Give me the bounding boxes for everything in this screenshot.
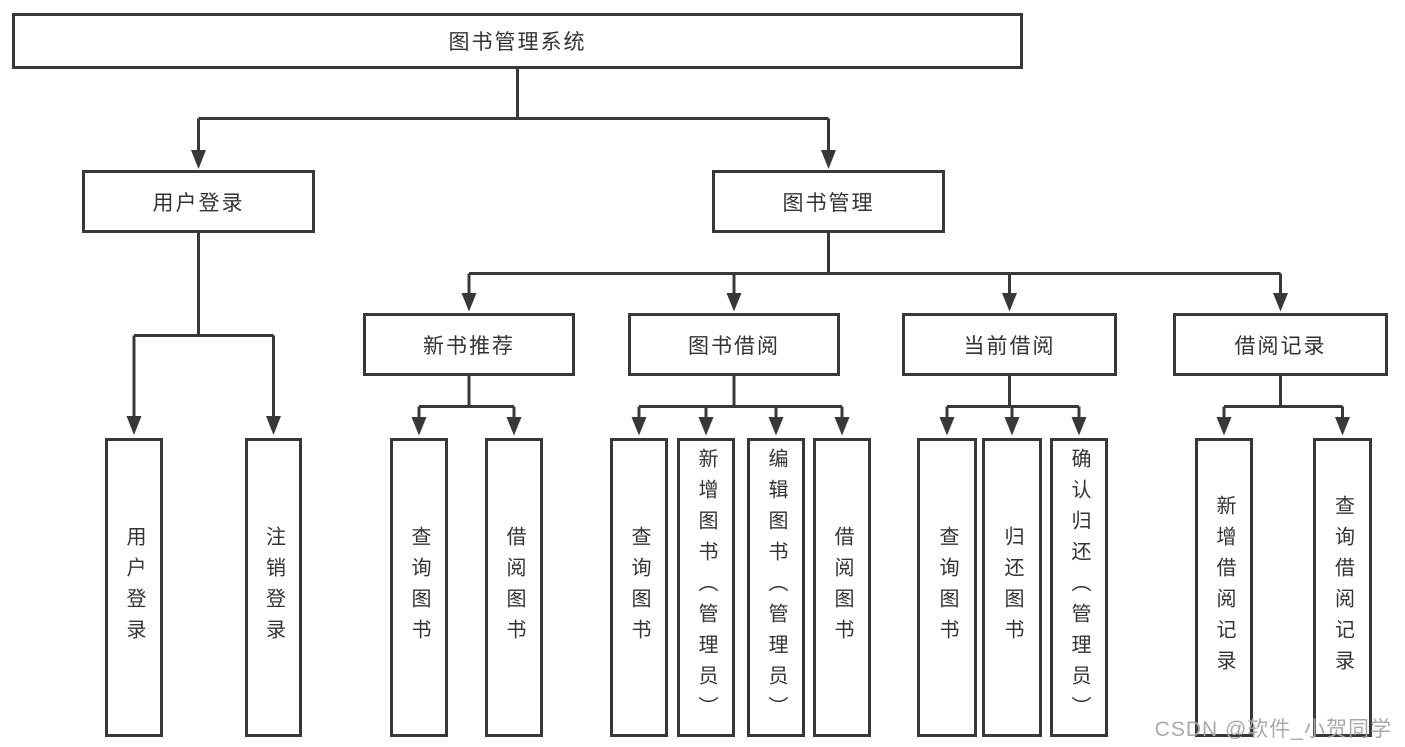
connector [467,233,1282,294]
connector [637,376,844,418]
arrowhead-icon [266,416,281,435]
node-current-borrowing: 当前借阅 [902,313,1117,376]
connector [1222,376,1344,418]
node-book-management-system: 图书管理系统 [12,13,1023,69]
connector [197,69,830,151]
arrowhead-icon [1071,417,1087,436]
arrowhead-icon [1273,293,1288,312]
arrowhead-icon [411,417,427,436]
node-new-book-recommend: 新书推荐 [363,313,575,376]
node-return-book: 归还图书 [982,438,1042,737]
csdn-watermark: CSDN @软件_小贺同学 [1154,718,1392,741]
arrowhead-icon [726,293,742,312]
arrowhead-icon [506,417,522,436]
arrowhead-icon [834,417,850,436]
connector [417,376,516,418]
arrowhead-icon [1335,417,1350,436]
arrowhead-icon [126,416,142,435]
arrowhead-icon [768,417,784,436]
node-borrow-books-borrowing: 借阅图书 [813,438,871,737]
node-book-borrowing: 图书借阅 [628,313,840,376]
arrowhead-icon [461,293,477,312]
node-add-book-admin: 新增图书（管理员） [677,438,735,737]
connector [945,376,1081,418]
node-logout: 注销登录 [245,438,302,737]
node-borrowing-records: 借阅记录 [1173,313,1388,376]
node-query-books-newbooks: 查询图书 [390,438,448,737]
arrowhead-icon [821,150,836,169]
arrowhead-icon [939,417,955,436]
node-confirm-return-admin: 确认归还（管理员） [1050,438,1108,737]
arrowhead-icon [698,417,714,436]
arrowhead-icon [1216,417,1232,436]
node-borrow-books-newbooks: 借阅图书 [485,438,543,737]
connector [132,233,275,417]
node-query-books-borrowing: 查询图书 [610,438,668,737]
arrowhead-icon [631,417,647,436]
node-add-borrow-record: 新增借阅记录 [1195,438,1253,737]
node-query-borrow-record: 查询借阅记录 [1313,438,1372,737]
arrowhead-icon [191,150,206,169]
arrowhead-icon [1004,417,1020,436]
node-book-management: 图书管理 [712,170,945,233]
arrowhead-icon [1002,293,1017,312]
node-user-login-leaf: 用户登录 [105,438,163,737]
node-query-books-current: 查询图书 [917,438,977,737]
node-edit-book-admin: 编辑图书（管理员） [747,438,805,737]
node-user-login: 用户登录 [82,170,315,233]
